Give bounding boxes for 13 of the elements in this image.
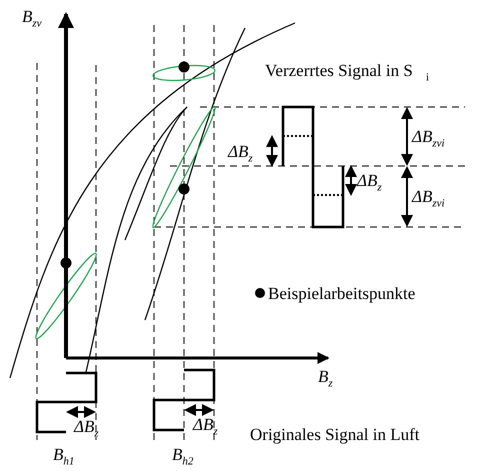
annotation: Verzerrtes Signal in S⃗$_{i}$ [265, 62, 430, 84]
dimension-label: ΔB$_{z}$ [228, 143, 253, 164]
dimension-label: ΔB$_{z}$ [357, 172, 382, 194]
legend-label: Beispielarbeitspunkte [268, 285, 416, 302]
axis-label: B$_{h1}$ [53, 446, 74, 468]
annotation: Originales Signal in Luft [250, 426, 420, 443]
axis-label: B$_{z}$ [318, 368, 333, 390]
dimension-label: ΔB$_{z}$ [74, 418, 99, 440]
axis-label: B$_{zv}$ [22, 8, 42, 30]
dimension-label: ΔB$_{zvi}$ [412, 188, 445, 210]
dimension-label: ΔB$_{zvi}$ [412, 128, 445, 150]
dimension-label: ΔB$_{z}$ [193, 416, 218, 438]
axis-label: B$_{h2}$ [172, 446, 194, 468]
